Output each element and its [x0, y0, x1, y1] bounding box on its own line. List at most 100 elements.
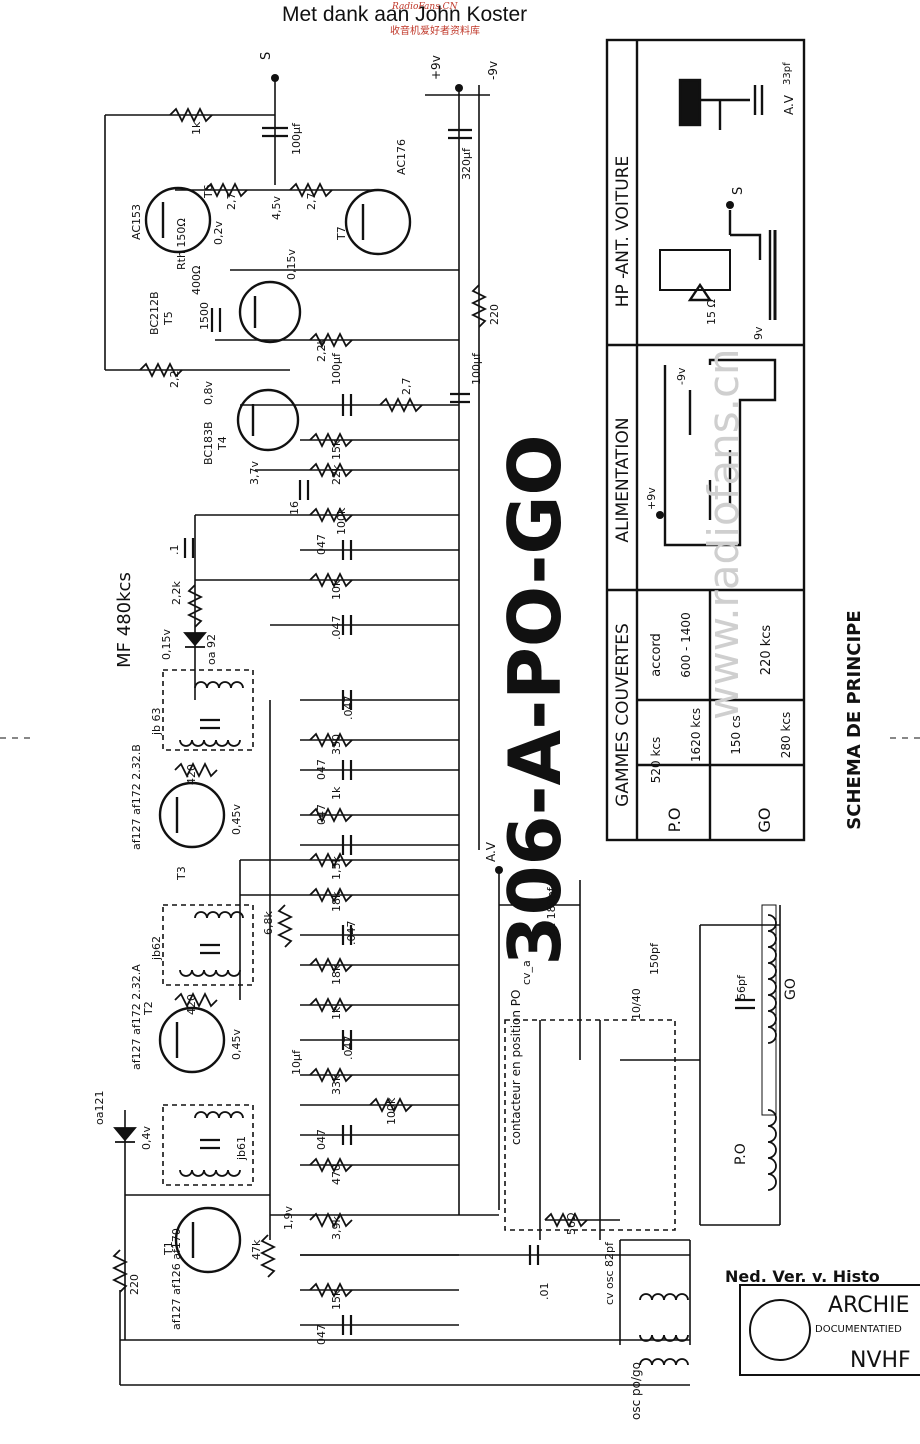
gammes-go-hi: 280 kcs: [779, 712, 793, 759]
transistors: [144, 186, 412, 1274]
ant-av-label: A.V: [782, 94, 796, 115]
label-c-1: .1: [168, 545, 181, 556]
label-r-400: 400Ω: [190, 266, 203, 295]
label-c-047-b: .047: [330, 616, 343, 641]
label-r-68k: 6,8k: [262, 911, 275, 935]
label-c-047-d: 047: [315, 759, 328, 780]
label-r-100k-a: 100k: [335, 507, 348, 535]
label-r-330: 330: [330, 734, 343, 755]
label-cv: cv_a: [520, 960, 533, 985]
label-coil-po: P.O: [733, 1143, 749, 1165]
label-c-047-c: .047: [342, 696, 355, 721]
credit-header: Met dank aan John Koster: [282, 3, 528, 26]
t6-type: AC153: [130, 204, 143, 240]
label-jb61: jb61: [235, 1136, 248, 1161]
label-diode-92: oa 92: [205, 634, 218, 665]
label-v-045b: 0,45v: [230, 1029, 243, 1060]
label-coil-go: GO: [783, 978, 799, 1000]
label-r-1k-top: 1k: [190, 121, 203, 135]
label-r-47k: 47k: [250, 1239, 263, 1260]
rail-s-label: S: [259, 52, 274, 60]
t1-id: T1: [162, 1241, 175, 1256]
t3-id: T3: [175, 866, 188, 881]
component-labels: 1k 100µf 320µf 2,7 2,7 4,5v 0,2v Rth 150…: [93, 121, 799, 1420]
label-r-100k-b: 100k: [385, 1097, 398, 1125]
gammes-go-lo: 150 cs: [729, 715, 743, 755]
coils: [179, 681, 777, 1366]
label-v-19: 1,9v: [282, 1206, 295, 1230]
label-v-045a: 0,45v: [230, 804, 243, 835]
label-c-047-a: 047: [315, 534, 328, 555]
label-r-15k-c: 15k: [330, 1289, 343, 1310]
label-rth: Rth 150Ω: [175, 218, 188, 270]
t5-id: T5: [162, 311, 175, 326]
label-c-16: 16: [288, 501, 301, 515]
label-r-470: 470: [330, 1164, 343, 1185]
hp-s-label: S: [731, 187, 746, 195]
gammes-accord: accord: [649, 633, 664, 677]
t7-type: AC176: [395, 139, 408, 175]
label-r-22: 2,2: [168, 371, 181, 389]
label-v-015a: 0,15v: [285, 249, 298, 280]
label-v-45: 4,5v: [270, 196, 283, 220]
label-r-22k-b: 22k: [330, 464, 343, 485]
label-c-047-f: .047: [345, 921, 358, 946]
gammes-title: GAMMES COUVERTES: [613, 623, 633, 807]
rail-neg-label: -9v: [486, 61, 500, 80]
capacitors: [183, 126, 755, 1335]
label-r-15k-b: 1,5k: [330, 856, 343, 880]
label-v-015b: 0,15v: [160, 629, 173, 660]
ant-voiture-label: ANT. VOITURE: [613, 156, 633, 275]
label-r-22k-a: 2,2k: [315, 338, 328, 362]
t6-id: T6: [202, 184, 215, 199]
alimentation-label: ALIMENTATION: [613, 417, 633, 542]
label-c-01: .01: [538, 1283, 551, 1301]
label-r-420-a: 420: [185, 764, 198, 785]
t4-id: T4: [216, 436, 229, 451]
hp-s-terminal: [726, 201, 734, 209]
s-terminal: [271, 74, 279, 82]
label-c-320uf: 320µf: [460, 147, 473, 180]
label-r-56: 56Ω: [565, 1213, 578, 1235]
schematic-subtitle: SCHEMA DE PRINCIPE: [844, 610, 865, 829]
label-r-27b: 2,7: [305, 193, 318, 211]
label-r-10k: 10k: [330, 579, 343, 600]
stamp-doc: DOCUMENTATIED: [815, 1324, 902, 1335]
label-r-39k: 3,9k: [330, 1216, 343, 1240]
rail-av-label: A.V: [484, 841, 498, 862]
stamp-nvhr: NVHF: [850, 1348, 911, 1373]
hp-speaker-label: 15 Ω: [705, 299, 718, 325]
alim-pos-label: +9v: [645, 487, 658, 510]
ant-cap-label: 33pf: [782, 62, 793, 85]
gammes-po-osc: 600 - 1400: [679, 612, 693, 677]
gammes-go: GO: [755, 808, 774, 833]
gammes-go-osc: 220 kcs: [759, 625, 774, 676]
label-cv-osc: cv osc 82pf: [603, 1241, 616, 1305]
hp-9v-label: 9v: [752, 326, 765, 340]
info-panel: [605, 38, 806, 842]
t1-type: af127 af126 af170: [170, 1228, 183, 1330]
label-v-04: 0,4v: [140, 1126, 153, 1150]
diodes: [113, 632, 207, 1143]
label-c-047-g: .047: [342, 1036, 355, 1061]
label-c-10uf: 10µf: [290, 1049, 303, 1075]
label-v-37: 3,7v: [248, 461, 261, 485]
pos-rail-terminal: [455, 84, 463, 92]
resistors: [111, 106, 588, 1299]
stamp-org: Ned. Ver. v. Histo: [725, 1267, 880, 1286]
label-r-15k-a: 15k: [330, 439, 343, 460]
av-terminal: [495, 866, 503, 874]
label-jb62: jb62: [150, 936, 163, 961]
mf-label: MF 480kcs: [114, 572, 135, 668]
gammes-po-lo: 520 kcs: [649, 737, 663, 784]
stamp-archive: ARCHIE: [828, 1293, 910, 1318]
label-v-02: 0,2v: [212, 221, 225, 245]
watermark-chinese: 收音机爱好者资料库: [390, 26, 480, 37]
label-r-1k-b: 1k: [330, 786, 343, 800]
alim-pos-terminal: [656, 511, 664, 519]
label-c-150pf: 150pf: [648, 942, 661, 975]
t2-type: af127 af172 2.32.A: [130, 964, 143, 1070]
t2-id: T2: [142, 1001, 155, 1016]
